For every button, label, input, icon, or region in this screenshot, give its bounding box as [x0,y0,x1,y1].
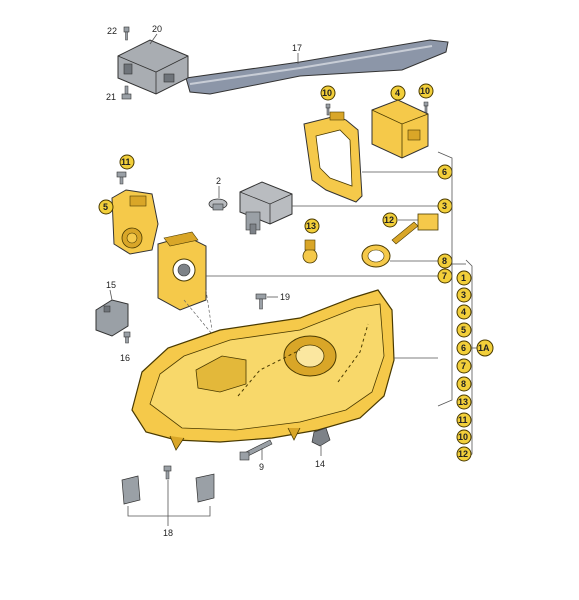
ballast-4[interactable] [371,99,429,159]
callout-14: 14 [315,459,325,469]
screw-22[interactable] [123,26,130,41]
bolt-21[interactable] [121,85,132,100]
assembly-list-badge [456,322,472,338]
assembly-list-item: 1 [461,273,466,283]
assembly-list-badge [456,412,472,428]
assembly-list-item: 12 [458,449,468,459]
bracket-18-right[interactable] [195,473,215,503]
screw-16[interactable] [123,331,131,344]
callout-10-left-badge [320,85,336,101]
callout-17: 17 [292,43,302,53]
actuator-3[interactable] [239,181,293,235]
bolt-9[interactable] [239,439,273,461]
frame-6[interactable] [303,111,363,203]
assembly-list: 1 3 4 5 6 7 8 13 11 10 12 [456,270,472,462]
assembly-list-item: 7 [461,361,466,371]
callout-6: 6 [442,167,447,177]
assembly-list-badge [456,287,472,303]
callout-18: 18 [163,528,173,538]
bulb-13[interactable] [302,239,318,264]
assembly-list-badge [456,446,472,462]
assembly-list-item: 13 [458,397,468,407]
assembly-list-item: 10 [458,432,468,442]
alignment-line-2 [205,289,213,331]
assembly-list-badge [456,429,472,445]
callout-7: 7 [442,271,447,281]
callout-19: 19 [280,292,290,302]
callout-8: 8 [442,256,447,266]
callout-16: 16 [120,353,130,363]
assembly-list-item: 4 [461,307,466,317]
callout-12-badge [382,212,398,228]
assembly-list-item: 3 [461,290,466,300]
assembly-list-badge [456,376,472,392]
callout-22: 22 [107,26,117,36]
callout-21: 21 [106,92,116,102]
assembly-list-badge [456,394,472,410]
assembly-list-item: 8 [461,379,466,389]
leader-20 [149,33,158,45]
assembly-bracket-top [437,151,453,407]
callout-5-badge [98,199,114,215]
motor-5[interactable] [111,189,159,255]
callout-10-left: 10 [322,88,332,98]
callout-9: 9 [259,462,264,472]
bracket-15[interactable] [95,299,129,337]
callout-13: 13 [306,221,316,231]
callout-12: 12 [384,215,394,225]
screw-18[interactable] [163,465,172,480]
callout-3: 3 [442,201,447,211]
leader-15 [109,289,113,301]
screw-10-left[interactable] [325,103,331,116]
bolt-19[interactable] [255,293,267,310]
assembly-list-badge [456,340,472,356]
assembly-list-item: 11 [458,415,468,425]
alignment-line-1 [183,299,213,335]
bracket-18-leader [127,480,211,526]
assembly-1a-badge [476,339,494,357]
assembly-1a-label: 1A [478,343,490,353]
screw-10-right[interactable] [423,101,429,114]
assembly-list-badge [456,358,472,374]
callout-15: 15 [106,280,116,290]
control-unit-20[interactable] [117,39,189,95]
callout-11-badge [119,154,135,170]
callout-13-badge [304,218,320,234]
callout-20: 20 [152,24,162,34]
clip-14[interactable] [311,427,331,447]
callout-4-badge [390,85,406,101]
bracket-18-left[interactable] [121,475,141,505]
callout-2: 2 [216,176,221,186]
screw-11[interactable] [116,171,127,185]
cover-strip-17[interactable] [185,39,449,95]
retaining-ring-8[interactable] [361,244,391,268]
assembly-list-item: 5 [461,325,466,335]
callout-10-right-badge [418,83,434,99]
assembly-list-badge [456,304,472,320]
callout-10-right: 10 [420,86,430,96]
headlamp-housing-1[interactable] [131,289,395,451]
callout-4: 4 [395,88,400,98]
assembly-list-item: 6 [461,343,466,353]
callout-5: 5 [103,202,108,212]
gasket-7[interactable] [157,231,207,311]
xenon-bulb-12[interactable] [391,213,439,245]
callout-11: 11 [121,157,131,167]
cap-2[interactable] [208,198,228,211]
assembly-list-badge [456,270,472,286]
